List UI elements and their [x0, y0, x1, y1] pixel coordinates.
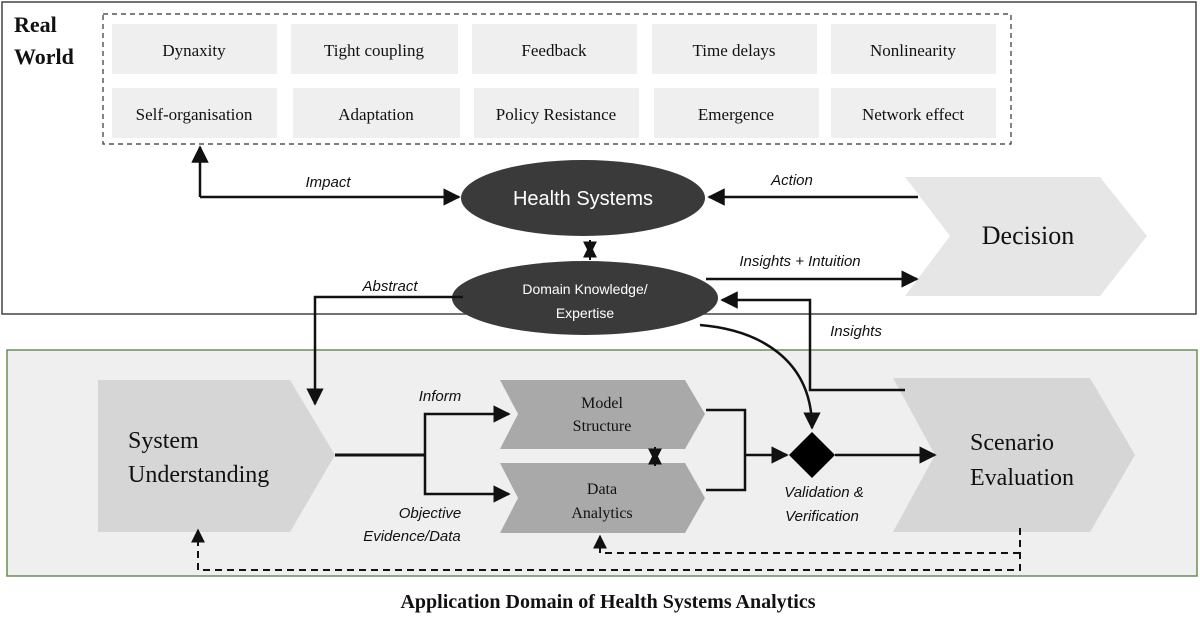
scenario-evaluation-chevron — [893, 378, 1135, 532]
abstract-arrow — [306, 295, 463, 406]
property-cell: Network effect — [831, 88, 996, 138]
property-cell: Feedback — [472, 24, 637, 74]
real-world-label-2: World — [14, 44, 74, 69]
property-cell: Emergence — [654, 88, 819, 138]
objective-label-2: Evidence/Data — [363, 528, 461, 545]
system-understanding-chevron — [98, 380, 335, 532]
svg-text:Policy Resistance: Policy Resistance — [496, 105, 616, 124]
model-structure-chevron — [500, 380, 705, 449]
expertise-to-validation-arrow — [699, 323, 821, 430]
validation-label: Validation & — [784, 484, 864, 501]
validation-diamond — [789, 432, 835, 478]
domain-knowledge-node — [452, 261, 718, 335]
feedback-to-data-dashed — [593, 534, 1020, 554]
insights-label: Insights — [830, 323, 882, 340]
impact-label: Impact — [305, 174, 351, 191]
insights-arrow — [720, 291, 905, 392]
scenario-evaluation-label-2: Evaluation — [970, 465, 1074, 491]
svg-text:Adaptation: Adaptation — [338, 105, 414, 124]
domain-knowledge-label: Domain Knowledge/ — [522, 281, 647, 297]
svg-text:Tight coupling: Tight coupling — [324, 41, 424, 60]
data-to-validation-line — [706, 455, 747, 492]
svg-text:Dynaxity: Dynaxity — [162, 41, 226, 60]
property-cell: Adaptation — [293, 88, 460, 138]
model-structure-label-2: Structure — [573, 418, 632, 435]
model-structure-label: Model — [581, 395, 623, 412]
objective-evidence-arrow — [423, 455, 511, 503]
real-world-label: Real — [14, 12, 57, 37]
property-cell: Dynaxity — [112, 24, 277, 74]
svg-text:Nonlinearity: Nonlinearity — [870, 41, 956, 60]
domain-knowledge-label-2: Expertise — [556, 305, 615, 321]
svg-text:Feedback: Feedback — [521, 41, 587, 60]
figure-caption: Application Domain of Health Systems Ana… — [400, 591, 815, 613]
svg-text:Time delays: Time delays — [693, 41, 776, 60]
system-understanding-label-2: Understanding — [128, 462, 269, 488]
model-to-validation-line — [706, 408, 747, 455]
scenario-evaluation-label: Scenario — [970, 430, 1054, 456]
property-cell: Self-organisation — [112, 88, 277, 138]
inform-label: Inform — [419, 388, 462, 405]
property-cell: Tight coupling — [291, 24, 458, 74]
validation-label-2: Verification — [785, 508, 859, 525]
data-analytics-chevron — [500, 463, 705, 533]
insights-intuition-label: Insights + Intuition — [739, 253, 860, 270]
health-systems-node — [461, 160, 705, 236]
system-understanding-label: System — [128, 428, 199, 454]
decision-label: Decision — [982, 221, 1074, 250]
action-label: Action — [770, 172, 813, 189]
property-cell: Nonlinearity — [831, 24, 996, 74]
decision-chevron — [905, 177, 1147, 296]
data-analytics-label-2: Analytics — [571, 505, 632, 522]
property-cell: Policy Resistance — [474, 88, 639, 138]
health-systems-label: Health Systems — [513, 188, 653, 210]
svg-text:Emergence: Emergence — [698, 105, 774, 124]
svg-text:Self-organisation: Self-organisation — [136, 105, 253, 124]
abstract-label: Abstract — [361, 278, 418, 295]
inform-arrow — [423, 405, 511, 455]
objective-label: Objective — [399, 505, 462, 522]
property-cell: Time delays — [652, 24, 817, 74]
data-analytics-label: Data — [587, 481, 617, 498]
svg-text:Network effect: Network effect — [862, 105, 964, 124]
